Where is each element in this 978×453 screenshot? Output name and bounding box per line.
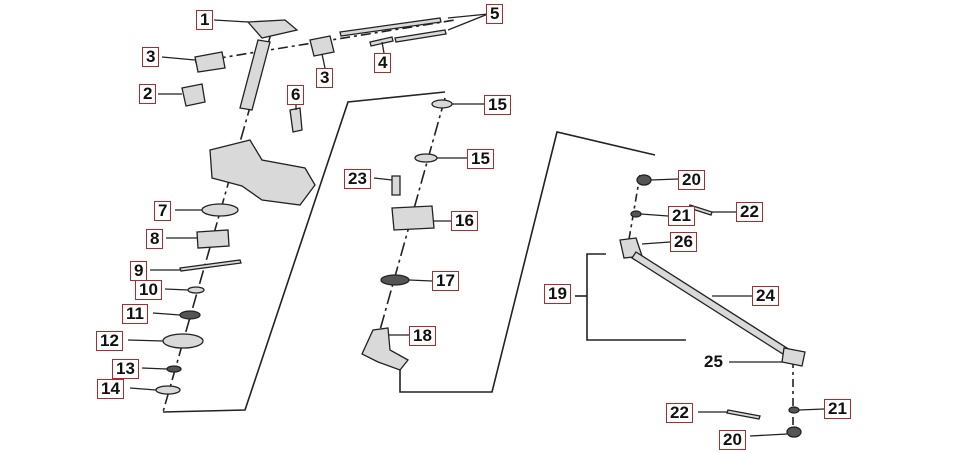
- part-4-rod: [369, 36, 394, 47]
- leader-26: [641, 241, 671, 245]
- callout-1: 1: [196, 10, 214, 30]
- callout-15-lower: 15: [467, 149, 494, 169]
- part-25-ball-joint-bottom: [781, 347, 806, 367]
- part-22-pin-bottom: [726, 409, 761, 420]
- part-20-nut-bottom: [786, 426, 802, 438]
- leader-12: [127, 339, 164, 342]
- callout-22-bottom: 22: [666, 403, 693, 423]
- callout-26: 26: [670, 232, 697, 252]
- leader-5a: [447, 13, 489, 19]
- leader-5b: [447, 13, 489, 31]
- part-17-ring: [380, 274, 410, 286]
- part-21-washer-top: [630, 210, 642, 218]
- part-11-ring: [179, 310, 201, 320]
- part-8-bearing: [196, 229, 230, 249]
- part-9-pin: [179, 259, 242, 272]
- part-1-top-plate: [246, 19, 299, 39]
- callout-5: 5: [486, 4, 504, 24]
- callout-14: 14: [97, 379, 124, 399]
- part-21-washer-bottom: [788, 406, 800, 414]
- callout-2: 2: [139, 84, 157, 104]
- leader-21a: [640, 213, 669, 217]
- callout-25: 25: [704, 352, 723, 371]
- callout-4: 4: [374, 53, 392, 73]
- callout-22-top: 22: [736, 202, 763, 222]
- callout-24: 24: [752, 286, 779, 306]
- part-3-clamp-left: [194, 51, 226, 73]
- part-18-pitman-arm: [361, 327, 409, 371]
- leader-20b: [749, 433, 788, 437]
- leader-1: [213, 19, 249, 23]
- part-5-rod-upper: [339, 17, 442, 37]
- callout-23: 23: [344, 169, 371, 189]
- leader-17: [408, 279, 433, 282]
- callout-11: 11: [122, 304, 148, 324]
- callout-16: 16: [451, 211, 478, 231]
- part-6-bolt: [289, 107, 303, 133]
- leader-21b: [798, 408, 825, 411]
- callout-20-bottom: 20: [719, 430, 746, 450]
- callout-20-top: 20: [678, 170, 705, 190]
- connector-middle-to-right: [399, 131, 656, 393]
- axis-tie-rod-end-top: [627, 174, 641, 246]
- part-13-ring: [166, 365, 182, 373]
- callout-21-top: 21: [668, 206, 695, 226]
- part-20-nut-top: [636, 174, 652, 186]
- part-10-washer: [187, 286, 205, 294]
- leader-23: [373, 177, 393, 181]
- part-14-washer: [155, 385, 181, 395]
- callout-8: 8: [146, 229, 164, 249]
- leader-3a: [161, 56, 196, 61]
- leader-3b: [321, 53, 326, 69]
- part-2-bushing: [181, 83, 206, 107]
- callout-18: 18: [409, 326, 436, 346]
- callout-3-right: 3: [316, 68, 334, 88]
- leader-11: [152, 312, 181, 316]
- part-7-seal: [201, 203, 239, 217]
- callout-9: 9: [130, 261, 148, 281]
- steering-gear-housing: [209, 139, 316, 206]
- leader-14: [129, 387, 157, 391]
- part-15-washer-top: [431, 99, 453, 109]
- callout-19: 19: [544, 284, 571, 304]
- callout-10: 10: [135, 280, 162, 300]
- callout-15-top: 15: [484, 95, 511, 115]
- bracket-19: [586, 253, 686, 341]
- callout-13: 13: [112, 359, 139, 379]
- part-5-rod-lower: [394, 29, 447, 43]
- part-12-disc: [162, 333, 204, 349]
- callout-12: 12: [96, 331, 123, 351]
- callout-3-left: 3: [142, 47, 160, 67]
- leader-13: [141, 367, 168, 370]
- leader-4: [381, 41, 385, 54]
- part-3-clamp-right: [309, 35, 335, 57]
- callout-17: 17: [432, 271, 459, 291]
- callout-7: 7: [154, 201, 172, 221]
- callout-6: 6: [287, 85, 305, 105]
- leader-20a: [650, 178, 679, 181]
- part-15-washer-lower: [414, 153, 438, 163]
- steering-shaft: [239, 39, 271, 111]
- callout-21-bottom: 21: [824, 399, 851, 419]
- part-23-bolt: [391, 175, 401, 196]
- leader-10: [164, 288, 189, 291]
- connector-left-to-middle: [162, 91, 446, 413]
- part-16-housing: [391, 205, 435, 231]
